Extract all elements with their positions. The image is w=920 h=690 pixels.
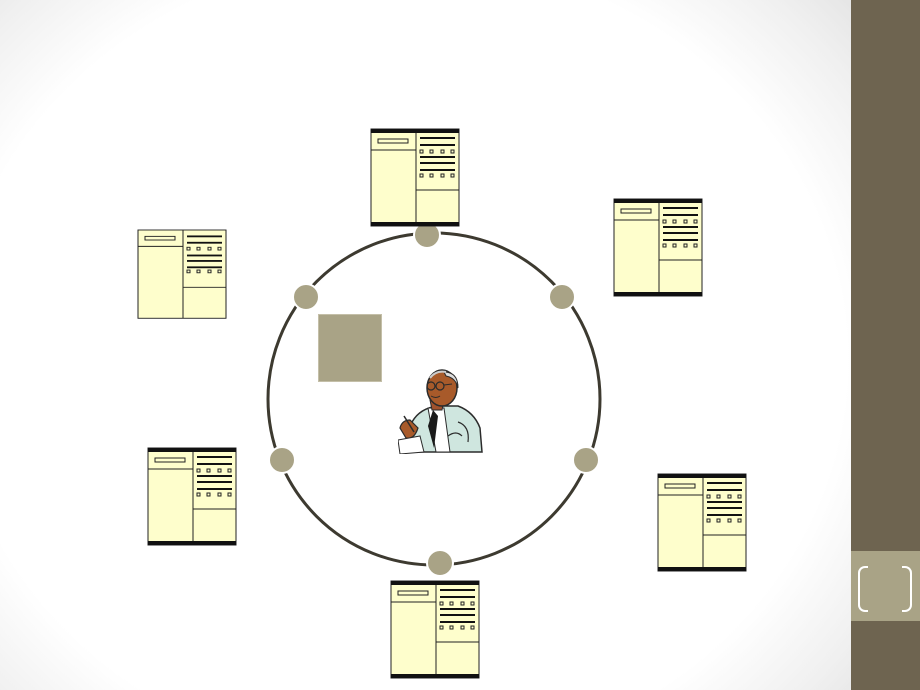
- document-icon-right: [657, 473, 747, 572]
- cycle-node-lower-right: [572, 446, 600, 474]
- right-bracket-icon: [902, 566, 912, 612]
- left-bracket-icon: [858, 566, 868, 612]
- document-icon-upper-right: [613, 198, 703, 297]
- cycle-node-upper-right: [548, 283, 576, 311]
- document-icon-upper-left: [137, 229, 227, 319]
- document-icon-top: [370, 128, 460, 227]
- cycle-node-upper-left: [292, 283, 320, 311]
- cycle-node-bottom: [426, 549, 454, 577]
- document-icon-bottom: [390, 580, 480, 679]
- cycle-node-lower-left: [268, 446, 296, 474]
- center-square: [318, 314, 382, 382]
- document-icon-left: [147, 447, 237, 546]
- person-clipart-icon: [398, 369, 483, 454]
- cycle-diagram: [137, 128, 747, 679]
- page-number: [866, 574, 902, 598]
